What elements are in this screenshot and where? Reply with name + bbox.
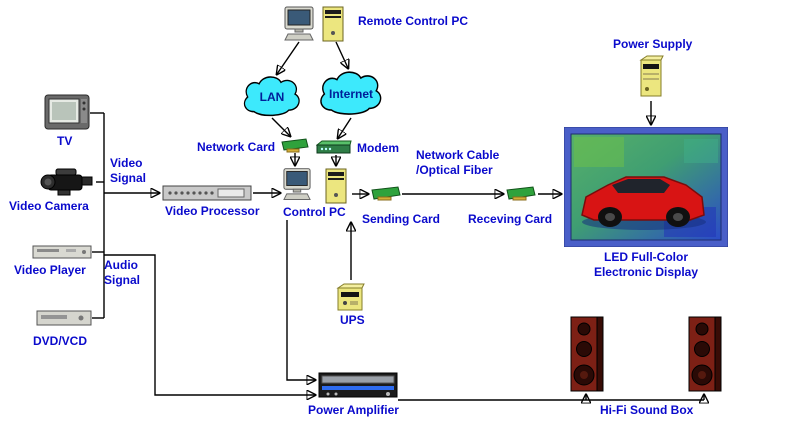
audio-signal-label: Audio Signal bbox=[104, 258, 141, 287]
network-card-icon bbox=[281, 138, 309, 154]
modem-icon bbox=[315, 140, 352, 156]
video-camera-icon bbox=[36, 166, 96, 198]
video-player-label: Video Player bbox=[14, 263, 86, 277]
hifi-sound-box-label: Hi-Fi Sound Box bbox=[600, 403, 694, 417]
dvd-vcd-label: DVD/VCD bbox=[33, 334, 88, 348]
lan-cloud: LAN bbox=[240, 75, 304, 119]
remote-control-pc-label: Remote Control PC bbox=[358, 14, 469, 28]
power-supply-icon bbox=[637, 54, 665, 100]
network-card-label: Network Card bbox=[197, 140, 276, 154]
sending-card-label: Sending Card bbox=[362, 212, 441, 226]
ups-icon bbox=[336, 282, 366, 312]
hifi-right-speaker-icon bbox=[688, 316, 722, 392]
red-car-graphic bbox=[581, 176, 706, 230]
video-player-icon bbox=[32, 244, 92, 260]
network-cable-label: Network Cable /Optical Fiber bbox=[416, 148, 500, 177]
power-amplifier-label: Power Amplifier bbox=[308, 403, 399, 417]
remote-pc-monitor-icon bbox=[284, 6, 314, 44]
led-display-label: LED Full-Color Electronic Display bbox=[593, 250, 699, 279]
ups-label: UPS bbox=[340, 313, 365, 327]
video-signal-label: Video Signal bbox=[110, 156, 147, 185]
video-camera-label: Video Camera bbox=[9, 199, 89, 213]
tv-label: TV bbox=[57, 134, 73, 148]
internet-cloud: Internet bbox=[316, 70, 386, 118]
power-amplifier-icon bbox=[318, 370, 398, 400]
hifi-left-speaker-icon bbox=[570, 316, 604, 392]
control-pc-tower-icon bbox=[325, 167, 347, 205]
power-supply-label: Power Supply bbox=[613, 37, 693, 51]
receiving-card-icon bbox=[506, 186, 536, 202]
receiving-card-label: Receving Card bbox=[468, 212, 553, 226]
internet-cloud-icon bbox=[320, 71, 382, 115]
sending-card-icon bbox=[371, 186, 401, 202]
control-pc-label: Control PC bbox=[283, 205, 346, 219]
control-pc-monitor-icon bbox=[283, 167, 311, 204]
tv-icon bbox=[44, 94, 90, 132]
video-processor-icon bbox=[162, 184, 252, 202]
video-processor-label: Video Processor bbox=[165, 204, 260, 218]
remote-pc-tower-icon bbox=[322, 5, 344, 43]
modem-label: Modem bbox=[357, 141, 399, 155]
lan-label: LAN bbox=[259, 90, 285, 104]
lan-cloud-icon bbox=[243, 76, 300, 117]
internet-label: Internet bbox=[328, 87, 373, 101]
dvd-vcd-icon bbox=[36, 308, 92, 328]
led-display-icon bbox=[563, 126, 729, 248]
